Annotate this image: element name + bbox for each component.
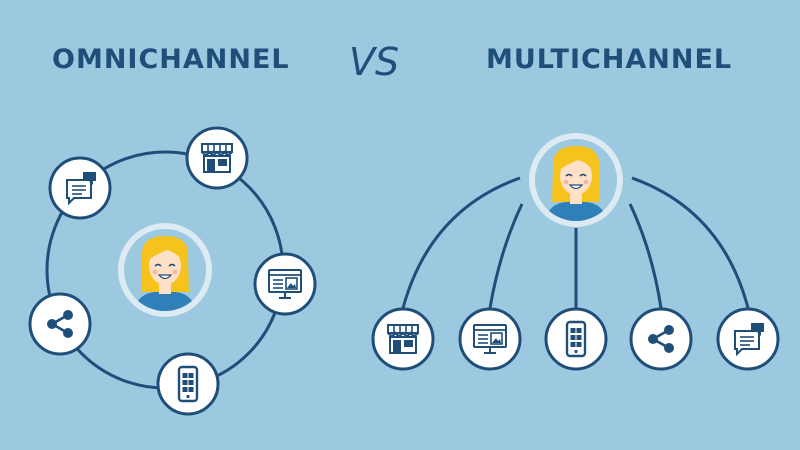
omnichannel-title: OMNICHANNEL [52, 44, 290, 75]
multichannel-title: MULTICHANNEL [486, 44, 733, 75]
mobile-phone-icon [177, 365, 199, 403]
multi-node-store [371, 307, 435, 371]
multi-node-web [458, 307, 522, 371]
omnichannel-customer-avatar [118, 223, 212, 317]
connector-store [401, 176, 521, 309]
multichannel-diagram [371, 133, 780, 371]
omni-node-web [253, 252, 317, 316]
mobile-phone-icon [565, 320, 587, 358]
omni-node-store [185, 126, 249, 190]
multi-node-share [629, 307, 693, 371]
omni-node-phone [156, 352, 220, 416]
vs-label: VS [349, 40, 400, 84]
multichannel-customer-avatar [529, 133, 623, 227]
omni-node-share [28, 292, 92, 356]
omnichannel-diagram [28, 126, 317, 416]
connector-web [488, 203, 524, 309]
omni-node-chat [48, 156, 112, 220]
multi-node-phone [544, 307, 608, 371]
connector-chat [631, 176, 750, 309]
multi-node-chat [716, 307, 780, 371]
connector-share [628, 203, 663, 309]
